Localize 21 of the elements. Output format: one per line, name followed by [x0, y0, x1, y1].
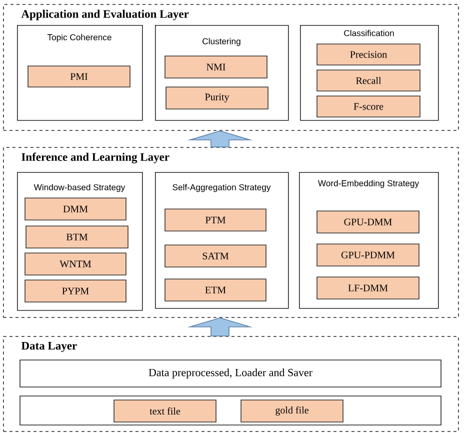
method-box: Precision	[316, 44, 420, 66]
method-box: WNTM	[24, 252, 126, 276]
method-box: gold file	[240, 400, 344, 422]
method-box: Purity	[166, 86, 268, 110]
method-box: GPU-DMM	[316, 210, 420, 234]
method-box: ETM	[164, 278, 266, 302]
block-arrow	[187, 130, 253, 148]
process-box: Data preprocessed, Loader and Saver	[20, 360, 442, 388]
block-arrow	[187, 317, 253, 336]
method-box: BTM	[26, 226, 128, 248]
method-box: F-score	[316, 96, 420, 118]
method-box: text file	[114, 400, 216, 422]
method-box: PYPM	[24, 280, 126, 302]
method-box: PMI	[28, 66, 130, 88]
method-box: SATM	[164, 244, 266, 268]
method-box: GPU-PDMM	[316, 244, 420, 266]
method-box: LF-DMM	[316, 276, 420, 300]
method-box: Recall	[316, 70, 420, 92]
method-box: NMI	[164, 56, 268, 78]
method-box: PTM	[164, 208, 266, 232]
method-box: DMM	[24, 198, 126, 220]
